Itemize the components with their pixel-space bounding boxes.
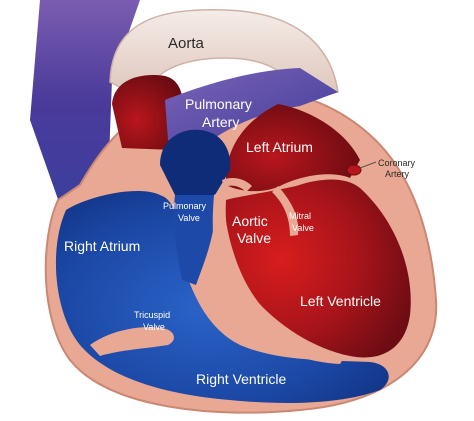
aortic-valve-leaflet [222,178,252,192]
aorta-lumen [112,75,184,150]
mitral-valve-label-line1: Mitral [289,211,311,221]
aortic-valve-label-line2: Valve [237,230,271,246]
left-ventricle-label: Left Ventricle [300,293,381,309]
aorta-label: Aorta [168,35,205,52]
left-atrium-chamber [226,104,360,192]
pulmonary-valve-label-line2: Valve [178,213,200,223]
coronary-artery-vessel [346,164,362,176]
right-ventricle-label: Right Ventricle [196,371,286,387]
tricuspid-valve-label-line1: Tricuspid [134,310,170,320]
mitral-valve-leaflet [272,186,299,236]
tricuspid-valve-leaflet [90,327,174,356]
pulmonary-artery-label-line1: Pulmonary [185,96,252,112]
pulmonary-valve-label-line1: Pulmonary [163,201,207,211]
mitral-valve-label-line2: Valve [292,223,314,233]
right-ventricle-outflow [173,195,216,285]
aortic-valve-label-line1: Aortic [232,213,268,229]
aorta-vessel [109,9,339,103]
pulmonary-artery-vessel [165,68,338,150]
interventricular-septum [212,190,345,364]
pulmonary-trunk [160,129,231,195]
coronary-artery-label-line1: Coronary [378,158,416,168]
left-atrium-label: Left Atrium [246,139,313,155]
right-atrium-label: Right Atrium [64,238,140,254]
pulmonary-artery-label-line2: Artery [202,114,239,130]
coronary-artery-pointer [359,161,377,169]
right-heart-chambers [55,190,389,403]
tricuspid-valve-label-line2: Valve [143,322,165,332]
superior-vena-cava [30,0,140,205]
coronary-artery-label-line2: Artery [385,169,410,179]
left-ventricle-chamber [225,179,411,358]
